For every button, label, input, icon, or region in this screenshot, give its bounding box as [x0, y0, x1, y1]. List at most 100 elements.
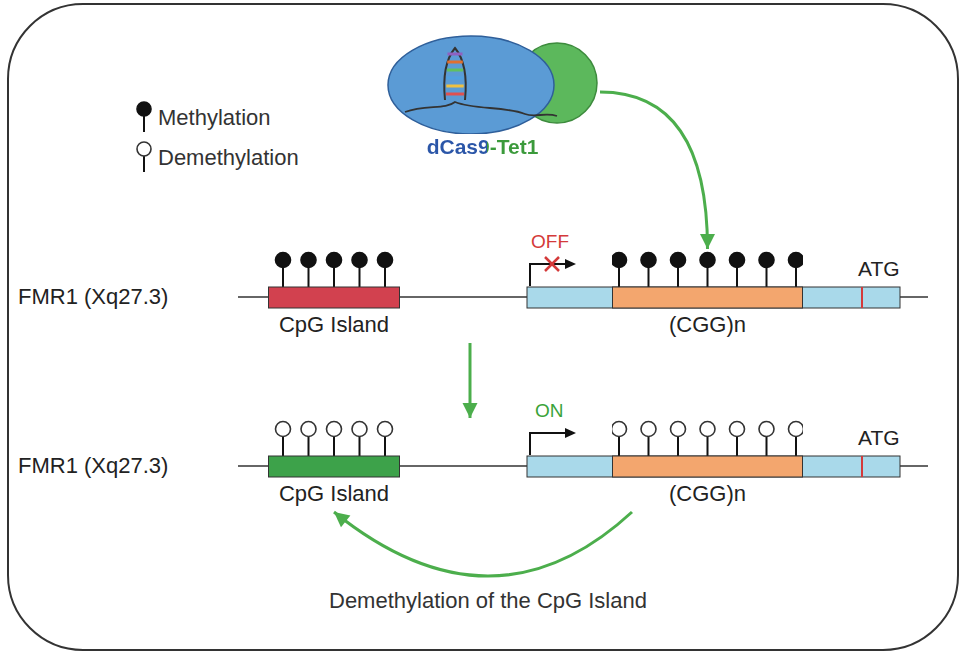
cpg-island-bar [269, 287, 400, 308]
gene-locus-label: FMR1 (Xq27.3) [18, 284, 168, 310]
lollipop-stem [143, 156, 145, 172]
off-cross [545, 257, 559, 271]
region-label: (CGG)n [612, 481, 803, 507]
edge-label: Demethylation of the CpG Island [329, 588, 647, 614]
legend-symbol [134, 140, 154, 176]
gene-region [527, 287, 900, 308]
cgg-repeat-bar: (CGG)n [612, 251, 803, 341]
cgg-repeat-bar [613, 287, 803, 308]
start-codon-label: ATG [858, 425, 900, 451]
methyl-mark [352, 253, 367, 268]
arrowhead [334, 512, 350, 527]
connector-arrow [463, 343, 478, 418]
methyl-mark [730, 253, 745, 268]
lollipop-stem [707, 267, 709, 287]
methyl-mark [671, 253, 686, 268]
lollipop-row [268, 420, 480, 478]
lollipop-stem [333, 267, 335, 287]
demethyl-mark [301, 422, 316, 437]
methyl-mark [327, 253, 342, 268]
lollipop-stem [795, 436, 797, 456]
lollipop-stem [333, 436, 335, 456]
connector-arrow [334, 512, 632, 576]
demethyl-mark [612, 422, 627, 437]
lollipop-stem [384, 436, 386, 456]
region-label: CpG Island [268, 312, 400, 338]
lollipop-stem [308, 436, 310, 456]
start-codon-label: ATG [858, 256, 900, 282]
legend-text: Demethylation [158, 145, 299, 171]
legend-entry: Methylation [134, 100, 271, 136]
region-label: CpG Island [268, 481, 400, 507]
state-label: ON [535, 398, 564, 424]
legend-text: Methylation [158, 105, 271, 131]
guide-rna-base [447, 77, 464, 80]
lollipop-stem [648, 267, 650, 287]
lollipop-stem [618, 267, 620, 287]
lollipop-row [268, 251, 480, 309]
lollipop-stem [359, 267, 361, 287]
state-label: OFF [531, 229, 569, 255]
guide-rna-base [446, 85, 463, 88]
methyl-mark [137, 102, 151, 116]
off-cross [545, 257, 559, 271]
arrowhead [463, 403, 478, 418]
guide-rna-base [446, 93, 464, 96]
methyl-mark [612, 253, 627, 268]
complex-label: dCas9-Tet1 [427, 135, 539, 159]
demethyl-mark [137, 142, 151, 156]
lollipop-stem [677, 267, 679, 287]
legend-symbol [134, 100, 154, 136]
demethyl-mark [276, 422, 291, 437]
lollipop-stem [308, 267, 310, 287]
demethyl-mark [759, 422, 774, 437]
guide-rna-base [447, 69, 463, 72]
methyl-mark [301, 253, 316, 268]
demethyl-mark [730, 422, 745, 437]
cgg-repeat-bar: (CGG)n [612, 420, 803, 510]
lollipop-stem [618, 436, 620, 456]
lollipop-stem [736, 267, 738, 287]
lollipop-stem [282, 436, 284, 456]
methyl-mark [789, 253, 804, 268]
tss-arrow [530, 433, 566, 455]
tss-arrowhead [565, 259, 576, 269]
lollipop-stem [359, 436, 361, 456]
demethyl-mark [378, 422, 393, 437]
cgg-repeat-bar [613, 456, 803, 477]
dcas9-tet1-shape [385, 30, 600, 134]
lollipop-stem [766, 267, 768, 287]
atg-tick [861, 287, 863, 308]
demethyl-mark [641, 422, 656, 437]
cpg-island-bar [269, 456, 400, 477]
guide-rna-base [448, 53, 463, 56]
dcas9-protein [388, 36, 554, 134]
connector-line [334, 512, 632, 576]
tss-arrowhead [565, 428, 576, 438]
lollipop-stem [736, 436, 738, 456]
demethyl-mark [352, 422, 367, 437]
methyl-mark [759, 253, 774, 268]
lollipop-row [612, 251, 803, 309]
lollipop-stem [384, 267, 386, 287]
lollipop-stem [143, 116, 145, 132]
arrowhead [700, 234, 715, 249]
lollipop-row [612, 420, 803, 478]
connector-line [469, 343, 472, 418]
atg-tick [861, 456, 863, 477]
methyl-mark [700, 253, 715, 268]
gene-locus-label: FMR1 (Xq27.3) [18, 453, 168, 479]
guide-rna-hairpin [444, 48, 465, 100]
complex-label-wrap: dCas9-Tet1 [385, 134, 580, 160]
lollipop-stem [282, 267, 284, 287]
guide-rna-strand [405, 102, 557, 116]
demethyl-mark [700, 422, 715, 437]
demethyl-mark [671, 422, 686, 437]
cpg-island-bar: CpG Island [268, 420, 480, 510]
region-label: (CGG)n [612, 312, 803, 338]
methyl-mark [378, 253, 393, 268]
methyl-mark [641, 253, 656, 268]
lollipop-stem [677, 436, 679, 456]
lollipop-stem [707, 436, 709, 456]
